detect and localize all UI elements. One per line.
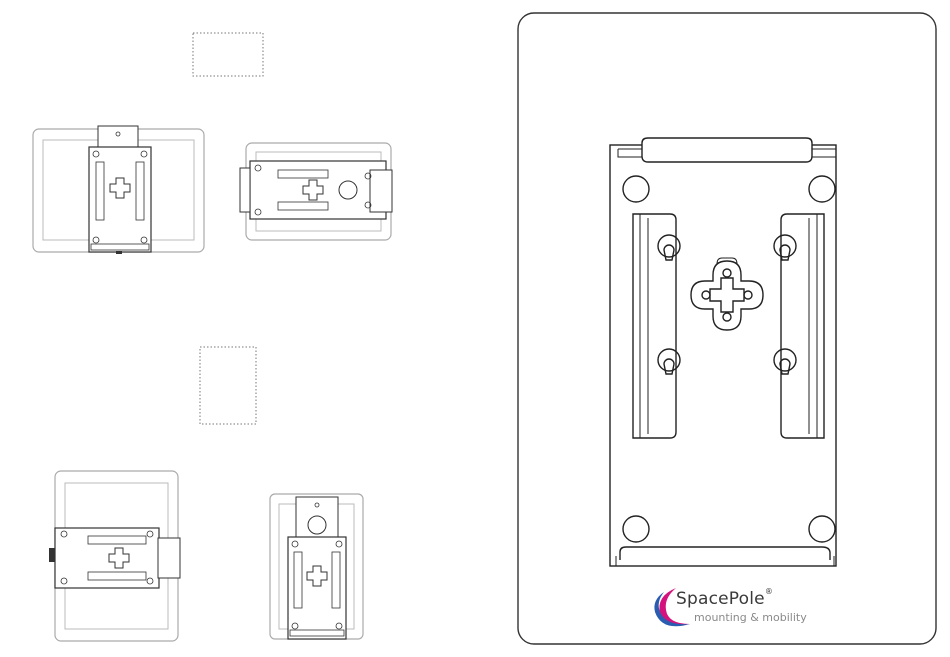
landscape-tablet-vertical-mount — [33, 126, 204, 254]
brand-tagline: mounting & mobility — [694, 611, 807, 624]
placeholder-frame-middle — [200, 347, 256, 424]
registered-mark: ® — [765, 587, 773, 596]
placeholder-frame-top — [193, 33, 263, 76]
landscape-tablet-horizontal-mount — [240, 143, 392, 240]
brand-name: SpacePole® — [676, 589, 773, 609]
bracket-plate — [610, 138, 836, 566]
portrait-tablet-horizontal-mount — [49, 471, 180, 641]
portrait-tablet-vertical-mount — [270, 494, 363, 639]
